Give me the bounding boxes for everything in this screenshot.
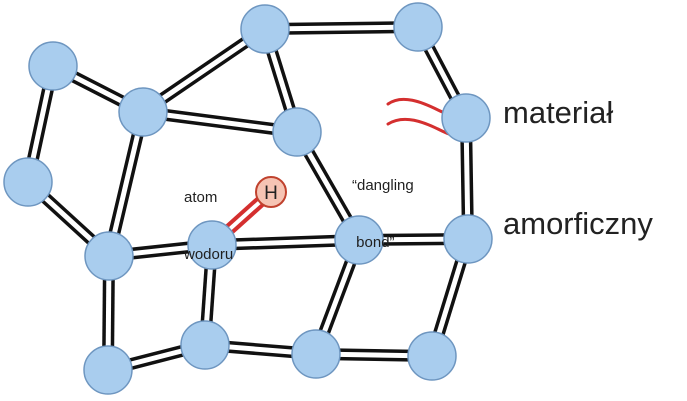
hydrogen-atom-circle	[255, 176, 287, 208]
dangling-label-line-1: “dangling	[352, 177, 414, 194]
atom-10	[443, 214, 493, 264]
atom-9	[334, 215, 384, 265]
atom-13	[291, 329, 341, 379]
atom-11	[83, 345, 133, 395]
title-line-2: amorficzny	[503, 206, 653, 241]
material-title: materiał amorficzny	[503, 20, 653, 279]
atom-4	[272, 107, 322, 157]
atom-0	[240, 4, 290, 54]
title-line-1: materiał	[503, 95, 614, 130]
atom-14	[407, 331, 457, 381]
atom-6	[3, 157, 53, 207]
atom-layer	[3, 2, 493, 395]
atom-label-line-2: wodoru	[184, 246, 234, 263]
bond-0	[264, 21, 419, 35]
atom-3	[118, 87, 168, 137]
bond-6	[142, 106, 298, 138]
hydrogen-atom: H	[255, 176, 287, 208]
atom-5	[441, 93, 491, 143]
atom-label-line-1: atom	[184, 189, 218, 206]
hydrogen-atom-label: atom wodoru	[184, 150, 233, 283]
atom-8	[187, 220, 237, 270]
atom-2	[28, 41, 78, 91]
atom-12	[180, 320, 230, 370]
atom-7	[84, 231, 134, 281]
dangling-label-line-2: bond”	[352, 234, 395, 251]
hydrogen-symbol: H	[264, 183, 278, 204]
dangling-bond-label: “dangling bond”	[352, 138, 414, 271]
atom-1	[393, 2, 443, 52]
